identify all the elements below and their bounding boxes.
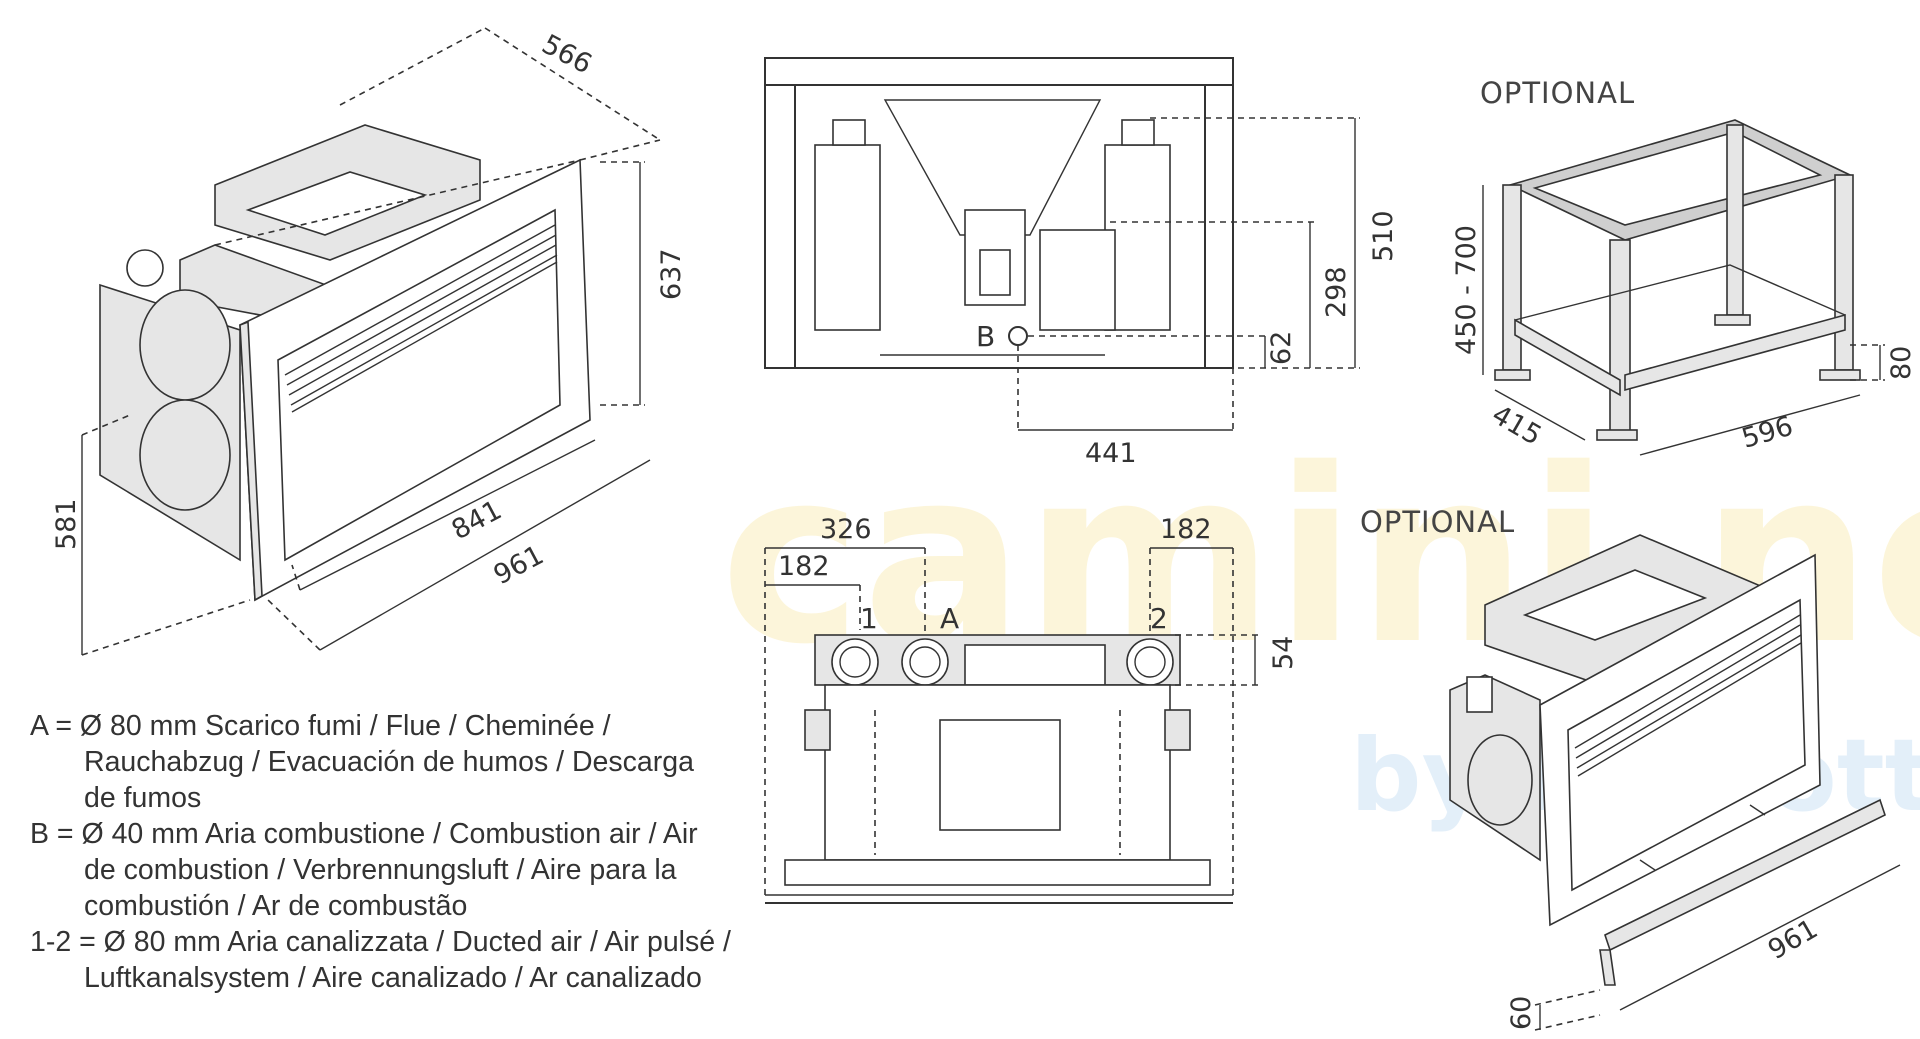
port-a-label: A: [940, 602, 959, 635]
dim-80: 80: [1886, 346, 1917, 380]
optional-label-top: OPTIONAL: [1480, 76, 1635, 110]
legend-item-b: B = Ø 40 mm Aria combustione / Combustio…: [30, 816, 790, 852]
legend-c-line1: Ø 80 mm Aria canalizzata / Ducted air / …: [103, 926, 731, 958]
dim-441: 441: [1085, 438, 1137, 469]
legend-a-line3: de fumos: [84, 782, 202, 814]
legend-item-1-2: 1-2 = Ø 80 mm Aria canalizzata / Ducted …: [30, 924, 790, 960]
dim-581: 581: [51, 498, 82, 550]
dim-450-700: 450 - 700: [1451, 225, 1482, 355]
legend-b-line2: de combustion / Verbrennungsluft / Aire …: [84, 854, 677, 886]
legend-a-line2: Rauchabzug / Evacuación de humos / Desca…: [84, 746, 694, 778]
fireplace-top-view: 326 182 182 1 A 2 54: [764, 514, 1299, 904]
dim-298: 298: [1321, 266, 1352, 318]
legend-key-a: A =: [30, 710, 80, 742]
dim-60: 60: [1506, 996, 1537, 1030]
trim-frame-optional-view: OPTIONAL 961 60: [1360, 505, 1901, 1031]
stand-optional-view: OPTIONAL 450 - 700 80 415 596: [1451, 76, 1917, 456]
port-1-label: 1: [860, 602, 878, 635]
legend-a-line1: Ø 80 mm Scarico fumi / Flue / Cheminée /: [79, 710, 611, 742]
legend-b-line1: Ø 40 mm Aria combustione / Combustion ai…: [81, 818, 698, 850]
legend-c-line2: Luftkanalsystem / Aire canalizado / Ar c…: [84, 962, 702, 994]
legend-b-line3: combustión / Ar de combustão: [84, 890, 468, 922]
fireplace-isometric-view: 566 637 581 841 961: [51, 27, 687, 656]
port-b-label: B: [976, 320, 995, 353]
dim-326: 326: [820, 514, 872, 545]
port-2-label: 2: [1150, 602, 1168, 635]
dim-841: 841: [447, 495, 507, 547]
legend-key-1-2: 1-2 =: [30, 926, 104, 958]
fireplace-front-view: B 510 298 62 441: [764, 57, 1399, 469]
dim-54: 54: [1268, 636, 1299, 670]
dim-637: 637: [656, 248, 687, 300]
dim-182-left: 182: [778, 551, 830, 582]
optional-label-bottom: OPTIONAL: [1360, 505, 1515, 539]
dim-182-right: 182: [1160, 514, 1212, 545]
dim-961-frame: 961: [1763, 913, 1823, 966]
dim-566: 566: [537, 29, 597, 81]
legend-key-b: B =: [30, 818, 82, 850]
dim-62: 62: [1266, 331, 1297, 365]
legend: A = Ø 80 mm Scarico fumi / Flue / Chemin…: [30, 708, 790, 996]
dim-510: 510: [1368, 210, 1399, 262]
legend-item-a: A = Ø 80 mm Scarico fumi / Flue / Chemin…: [30, 708, 790, 744]
